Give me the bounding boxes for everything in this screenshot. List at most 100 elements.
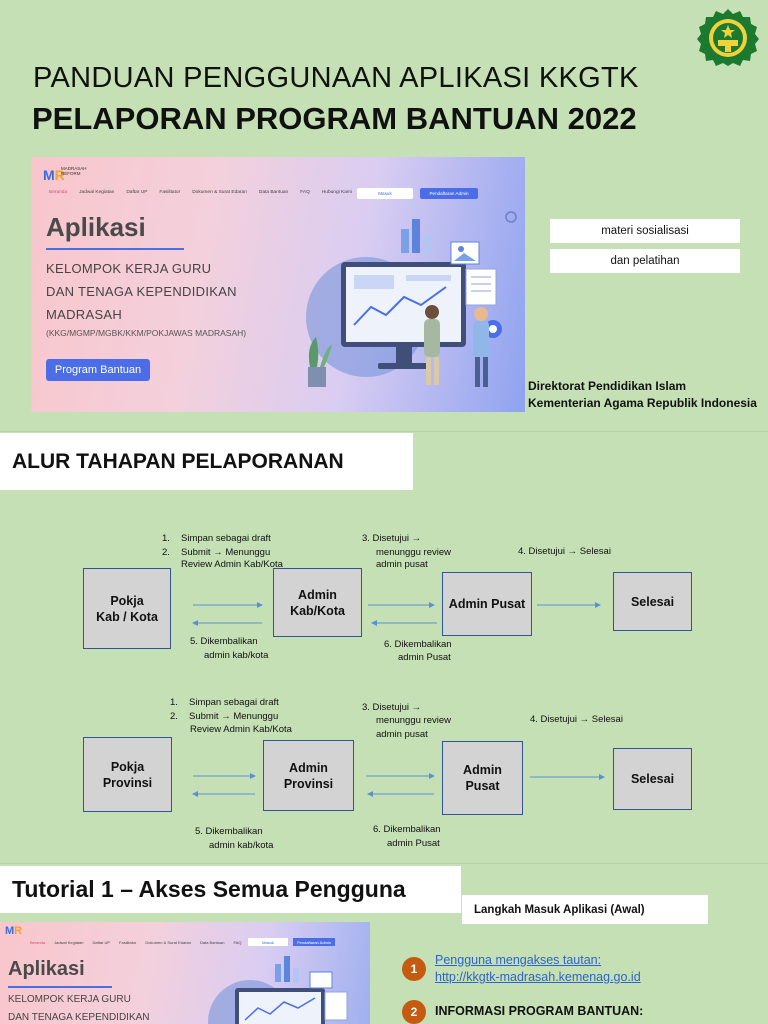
flow1-note-1: 1. Simpan sebagai draft: [162, 532, 271, 546]
flow1-note-1-text: Simpan sebagai draft: [181, 533, 271, 544]
thumb-nav-link-jadwal[interactable]: Jadwal Kegiatan: [54, 940, 84, 945]
flow2-arrows: [192, 773, 605, 797]
banner-navbar: MR MADRASAH REFORM Beranda Jadwal Kegiat…: [39, 161, 517, 199]
banner-line3: MADRASAH: [46, 307, 123, 322]
brand-line1: MADRASAH: [61, 166, 87, 171]
thumb-line1: KELOMPOK KERJA GURU: [8, 994, 131, 1005]
program-bantuan-button[interactable]: Program Bantuan: [46, 359, 150, 381]
org-line1: Direktorat Pendidikan Islam: [528, 379, 687, 393]
flow1-note-2b: Review Admin Kab/Kota: [181, 559, 283, 570]
kemenag-emblem-icon: [697, 9, 759, 66]
divider: [0, 863, 768, 864]
flow1-note-5b: admin kab/kota: [204, 650, 269, 661]
flow2-note-5a: 5. Dikembalikan: [195, 826, 263, 837]
banner-line2: DAN TENAGA KEPENDIDIKAN: [46, 284, 237, 299]
thumb-heading: Aplikasi: [8, 958, 85, 980]
flow2-note-1-text: Simpan sebagai draft: [189, 697, 279, 708]
flow2-note-5b: admin kab/kota: [209, 840, 274, 851]
flow1-selesai-box: Selesai: [613, 572, 692, 631]
office-illustration-icon: [208, 956, 348, 1024]
flow1-note-6a: 6. Dikembalikan: [384, 639, 452, 650]
flow2-box4-l1: Selesai: [630, 772, 675, 786]
tag-pelatihan: dan pelatihan: [550, 249, 740, 273]
flow1-note-3a: 3. Disetujui →: [362, 533, 422, 544]
step-2-text: INFORMASI PROGRAM BANTUAN:: [435, 1004, 644, 1018]
banner-nav-links: Beranda Jadwal Kegiatan Daftar UP Fasili…: [49, 190, 352, 195]
flow2-box2-l1: Admin: [289, 760, 328, 775]
nav-link-dokumen[interactable]: Dokumen & Surat Edaran: [192, 190, 247, 195]
flow1-box1-l2: Kab / Kota: [96, 609, 158, 624]
flow1-note-2: 2.Submit → Menunggu: [162, 546, 270, 560]
flow1-admin-pusat-box: Admin Pusat: [442, 572, 532, 636]
madrasah-reform-logo-icon: MR: [5, 925, 23, 937]
banner-line1: KELOMPOK KERJA GURU: [46, 261, 212, 276]
flow1-box3-l1: Admin Pusat: [448, 597, 526, 611]
step-1-text: Pengguna mengakses tautan:: [435, 953, 602, 967]
flow1-note-3b: menunggu review: [376, 547, 451, 558]
thumb-nav-links: Beranda Jadwal Kegiatan Daftar UP Fasili…: [30, 940, 276, 945]
pendaftaran-admin-button[interactable]: Pendaftaran Admin: [420, 188, 478, 199]
divider: [0, 431, 768, 432]
masuk-button[interactable]: Masuk: [357, 188, 413, 199]
thumb-nav-link-fasilitator[interactable]: Fasilitator: [119, 940, 137, 945]
flow1-box2-l1: Admin: [298, 587, 337, 602]
madrasah-reform-logo-icon: MR: [43, 167, 65, 183]
flow2-note-2b: Review Admin Kab/Kota: [190, 724, 292, 735]
nav-link-hubungi[interactable]: Hubungi Kami: [321, 190, 352, 195]
thumb-nav-link-faq[interactable]: FAQ: [233, 940, 242, 945]
office-illustration-icon: [306, 211, 517, 387]
nav-link-faq[interactable]: FAQ: [300, 190, 310, 195]
alur-title: ALUR TAHAPAN PELAPORANAN: [0, 433, 413, 490]
flow2-box3-l1: Admin: [463, 763, 502, 777]
flow2-note-6b: admin Pusat: [387, 838, 440, 849]
tutorial-link[interactable]: http://kkgtk-madrasah.kemenag.go.id: [435, 970, 641, 984]
step-2-badge: 2: [402, 1000, 426, 1024]
banner-underline: [46, 248, 184, 250]
flow1-arrows: [192, 602, 601, 626]
flow1-box2-l2: Kab/Kota: [290, 603, 345, 618]
nav-link-fasilitator[interactable]: Fasilitator: [159, 190, 181, 195]
hero-banner: MR MADRASAH REFORM Beranda Jadwal Kegiat…: [31, 157, 525, 412]
org-line2: Kementerian Agama Republik Indonesia: [528, 396, 757, 410]
thumb-masuk-button[interactable]: Masuk: [248, 938, 288, 946]
tutorial-banner-thumb: MR Beranda Jadwal Kegiatan Daftar UP Fas…: [0, 922, 370, 1024]
nav-link-beranda[interactable]: Beranda: [49, 190, 68, 195]
flow1-note-3c: admin pusat: [376, 559, 428, 570]
flow2-note-6a: 6. Dikembalikan: [373, 824, 441, 835]
langkah-label: Langkah Masuk Aplikasi (Awal): [462, 895, 708, 924]
thumb-nav-link-beranda[interactable]: Beranda: [30, 940, 46, 945]
flow2-note-4: 4. Disetujui → Selesai: [530, 714, 623, 725]
tag-materi: materi sosialisasi: [550, 219, 740, 243]
thumb-nav-link-dokumen[interactable]: Dokumen & Surat Edaran: [145, 940, 191, 945]
banner-subtext: (KKG/MGMP/MGBK/KKM/POKJAWAS MADRASAH): [46, 328, 247, 338]
flow2-note-2-text: Submit → Menunggu: [189, 711, 279, 722]
flow2-selesai-box: Selesai: [613, 748, 692, 810]
flow2-box1-l1: Pokja: [110, 759, 145, 774]
flow2-note-3a: 3. Disetujui →: [362, 702, 422, 713]
brand-line2: REFORM: [61, 171, 81, 176]
flow2-box2-l2: Provinsi: [283, 776, 334, 791]
flow2-note-1-num: 1.: [170, 697, 178, 708]
thumb-nav-link-daftar-up[interactable]: Daftar UP: [92, 940, 111, 945]
nav-link-jadwal[interactable]: Jadwal Kegiatan: [79, 190, 115, 195]
step-1-badge: 1: [402, 957, 426, 981]
thumb-nav-link-data-bantuan[interactable]: Data Bantuan: [199, 940, 225, 945]
nav-link-data-bantuan[interactable]: Data Bantuan: [258, 190, 289, 195]
flow1-note-1-num: 1.: [162, 533, 170, 544]
thumb-admin-button[interactable]: Pendaftaran Admin: [293, 938, 335, 946]
flow2-note-2-num: 2.: [170, 711, 178, 722]
title-line2: PELAPORAN PROGRAM BANTUAN 2022: [32, 101, 637, 136]
flow2-note-3c: admin pusat: [376, 729, 428, 740]
flow1-note-5a: 5. Dikembalikan: [190, 636, 258, 647]
title-line1: PANDUAN PENGGUNAAN APLIKASI KKGTK: [33, 62, 639, 94]
flow2-note-1: 1. Simpan sebagai draft: [170, 696, 279, 710]
nav-link-daftar-up[interactable]: Daftar UP: [126, 190, 148, 195]
tutorial-title: Tutorial 1 – Akses Semua Pengguna: [0, 866, 461, 913]
flow1-box4-l1: Selesai: [630, 594, 675, 609]
flow1-note-6b: admin Pusat: [398, 652, 451, 663]
